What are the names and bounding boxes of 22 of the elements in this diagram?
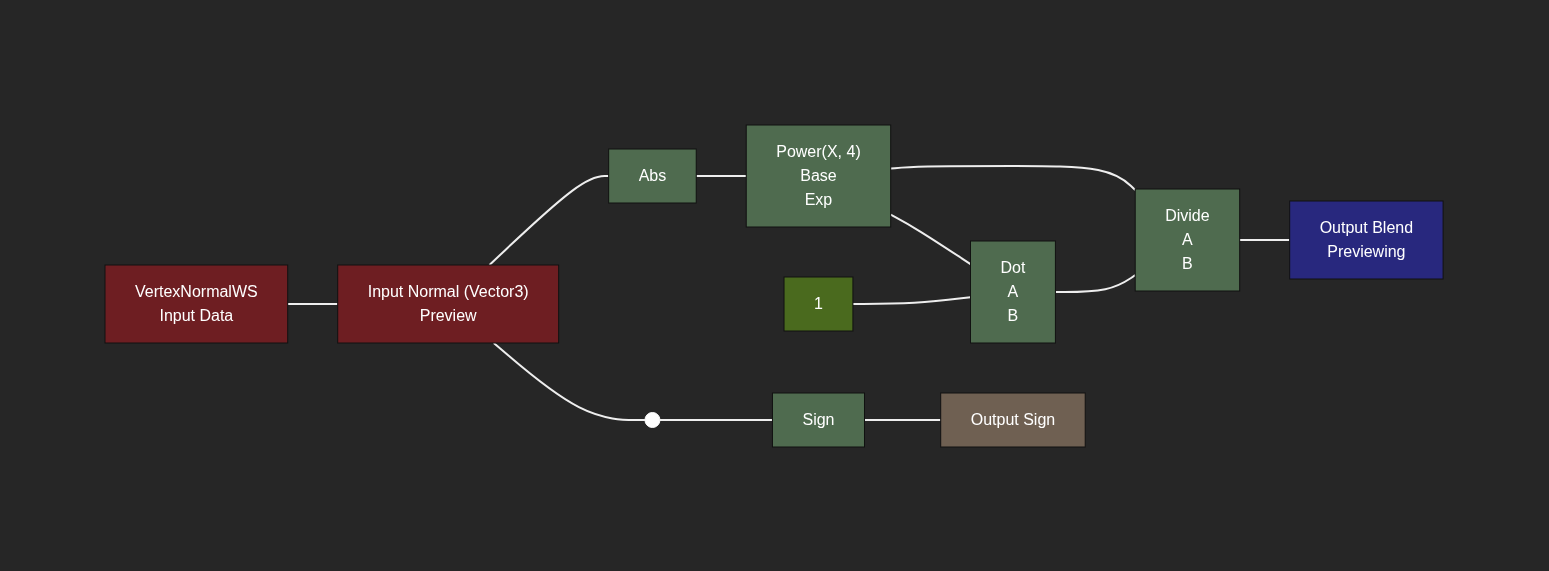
- connector: [695, 174, 748, 177]
- connector: [1239, 238, 1292, 241]
- connector: [488, 174, 611, 266]
- connector: [852, 295, 972, 305]
- connector: [890, 164, 1137, 191]
- node-box: 1: [783, 276, 854, 331]
- node-circle: [644, 411, 661, 428]
- connector: [493, 341, 647, 421]
- node-box: Abs: [608, 148, 698, 203]
- node-box: Sign: [772, 392, 866, 447]
- node-box: Output Sign: [940, 392, 1087, 447]
- node-box: Power(X, 4) Base Exp: [746, 124, 892, 227]
- connector: [659, 418, 774, 421]
- connector: [1054, 273, 1137, 293]
- node-box: Divide A B: [1135, 188, 1241, 291]
- node-box: Output Blend Previewing: [1289, 200, 1445, 279]
- connector: [287, 302, 340, 305]
- node-box: Dot A B: [970, 240, 1057, 343]
- connector: [890, 213, 972, 265]
- connector: [863, 418, 943, 421]
- node-box: Input Normal (Vector3) Preview: [337, 264, 560, 343]
- node-box: VertexNormalWS Input Data: [104, 264, 289, 343]
